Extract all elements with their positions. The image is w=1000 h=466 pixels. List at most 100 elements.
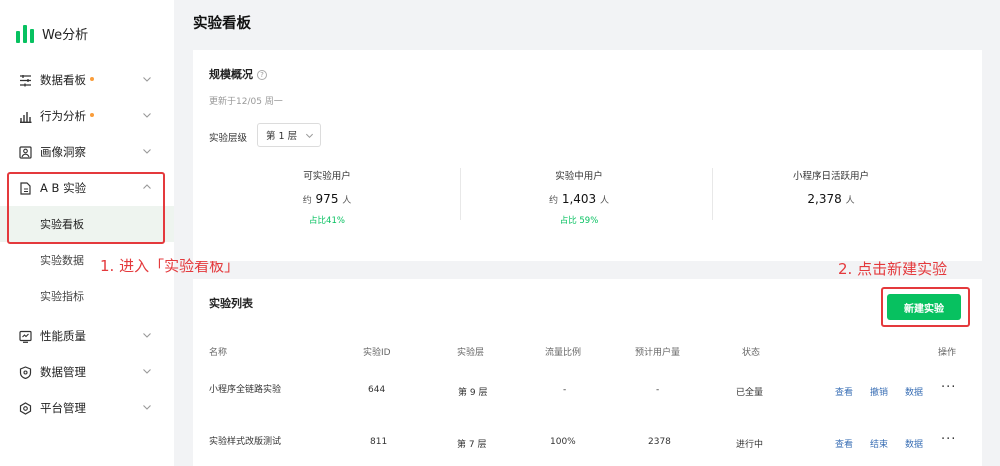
sidebar-subitem-experiment-data[interactable]: 实验数据 [40,254,84,267]
chevron-down-icon [143,405,151,410]
chevron-down-icon [305,133,314,139]
chevron-down-icon [143,113,151,118]
overview-title-text: 规模概况 [209,68,253,81]
stat-daily-active-users: 小程序日活跃用户 2,378 人 [705,168,957,206]
hexagon-gear-icon [18,401,32,415]
estimated-users: - [656,385,660,395]
overview-card: 规模概况? 更新于12/05 周一 实验层级 第 1 层 可实验用户 约 975… [193,50,982,261]
new-experiment-button[interactable]: 新建实验 [887,294,961,320]
experiment-layer: 第 9 层 [458,388,488,398]
sidebar-item-dashboard[interactable]: 数据看板 [0,62,174,98]
experiment-id: 644 [368,385,386,395]
layer-label: 实验层级 [209,133,248,144]
page-title: 实验看板 [193,16,251,32]
stat-unit: 人 [600,196,610,206]
layer-select[interactable]: 第 1 层 [257,123,321,147]
new-dot-badge [90,113,94,117]
experiment-list-title: 实验列表 [209,297,253,310]
divider [712,168,713,220]
annotation-step1: 1. 进入「实验看板」 [100,257,240,275]
stat-ratio: 占比41% [309,216,345,226]
sidebar-item-label: 性能质量 [40,329,86,343]
column-header: 流量比例 [545,348,582,358]
document-icon [18,181,32,195]
divider [460,168,461,220]
help-icon[interactable]: ? [257,70,267,80]
column-header: 状态 [742,348,761,358]
chevron-down-icon [143,369,151,374]
sidebar-item-ab-test[interactable]: A B 实验 [0,170,174,206]
sidebar-item-behavior[interactable]: 行为分析 [0,98,174,134]
sidebar-subitem-experiment-board[interactable]: 实验看板 [0,206,174,242]
annotation-step2: 2. 点击新建实验 [838,260,948,278]
app-logo[interactable]: We分析 [16,24,88,43]
stat-label: 实验中用户 [555,171,603,182]
more-icon[interactable]: ··· [941,432,957,447]
chevron-up-icon [143,184,151,189]
more-icon[interactable]: ··· [941,380,957,395]
view-link[interactable]: 查看 [835,440,854,450]
experiment-list-card: 实验列表 新建实验 名称 实验ID 实验层 流量比例 预计用户量 状态 操作 小… [193,279,982,466]
stat-available-users: 可实验用户 约 975 人 占比41% [201,168,453,226]
sidebar-item-label: 行为分析 [40,109,86,123]
data-link[interactable]: 数据 [905,440,924,450]
bar-chart-icon [18,109,32,123]
column-header: 实验层 [457,348,485,358]
stat-number: 2,378 [807,192,842,206]
monitor-icon [18,329,32,343]
column-header: 操作 [938,348,957,358]
sidebar: We分析 数据看板 行为分析 画像洞察 A B 实验 实验看板 实验数据 实验指 [0,0,174,466]
traffic-ratio: 100% [550,437,576,447]
stat-prefix: 约 [302,196,312,206]
traffic-ratio: - [563,385,567,395]
chevron-down-icon [143,333,151,338]
estimated-users: 2378 [648,437,671,447]
overview-title: 规模概况? [209,66,267,82]
view-link[interactable]: 查看 [835,388,854,398]
new-dot-badge [90,77,94,81]
revoke-link[interactable]: 撤销 [870,388,889,398]
stat-ratio: 占比 59% [559,216,599,226]
end-link[interactable]: 结束 [870,440,889,450]
stat-label: 可实验用户 [303,171,351,182]
data-link[interactable]: 数据 [905,388,924,398]
experiment-name: 小程序全链路实验 [209,385,282,395]
update-time: 更新于12/05 周一 [209,97,283,107]
sidebar-item-platform-management[interactable]: 平台管理 [0,390,174,426]
chevron-down-icon [143,77,151,82]
logo-icon [16,24,34,43]
column-header: 实验ID [363,348,391,358]
portrait-icon [18,145,32,159]
stat-value: 约 975 人 [201,192,453,206]
sidebar-item-label: 数据看板 [40,73,86,87]
sidebar-item-label: A B 实验 [40,181,87,195]
dashboard-icon [18,73,32,87]
experiment-id: 811 [370,437,388,447]
sidebar-item-portrait[interactable]: 画像洞察 [0,134,174,170]
experiment-status: 进行中 [736,440,764,450]
column-header: 名称 [209,348,228,358]
layer-select-value: 第 1 层 [266,131,298,142]
stat-number: 1,403 [561,192,597,206]
app-name: We分析 [42,28,89,43]
experiment-layer: 第 7 层 [457,440,487,450]
stat-value: 约 1,403 人 [453,192,705,206]
sidebar-item-label: 画像洞察 [40,145,86,159]
column-header: 预计用户量 [635,348,681,358]
sidebar-item-label: 平台管理 [40,401,86,415]
stat-number: 975 [315,192,339,206]
sidebar-subitem-experiment-metrics[interactable]: 实验指标 [40,290,84,303]
sidebar-item-data-management[interactable]: 数据管理 [0,354,174,390]
sidebar-item-performance[interactable]: 性能质量 [0,318,174,354]
chevron-down-icon [143,149,151,154]
experiment-name: 实验样式改版测试 [209,437,282,447]
stat-label: 小程序日活跃用户 [792,171,869,182]
shield-icon [18,365,32,379]
stat-unit: 人 [845,196,855,206]
experiment-status: 已全量 [736,388,764,398]
stat-prefix: 约 [548,196,558,206]
stat-value: 2,378 人 [705,192,957,206]
stat-unit: 人 [342,196,352,206]
stat-in-experiment-users: 实验中用户 约 1,403 人 占比 59% [453,168,705,226]
sidebar-item-label: 数据管理 [40,365,86,379]
